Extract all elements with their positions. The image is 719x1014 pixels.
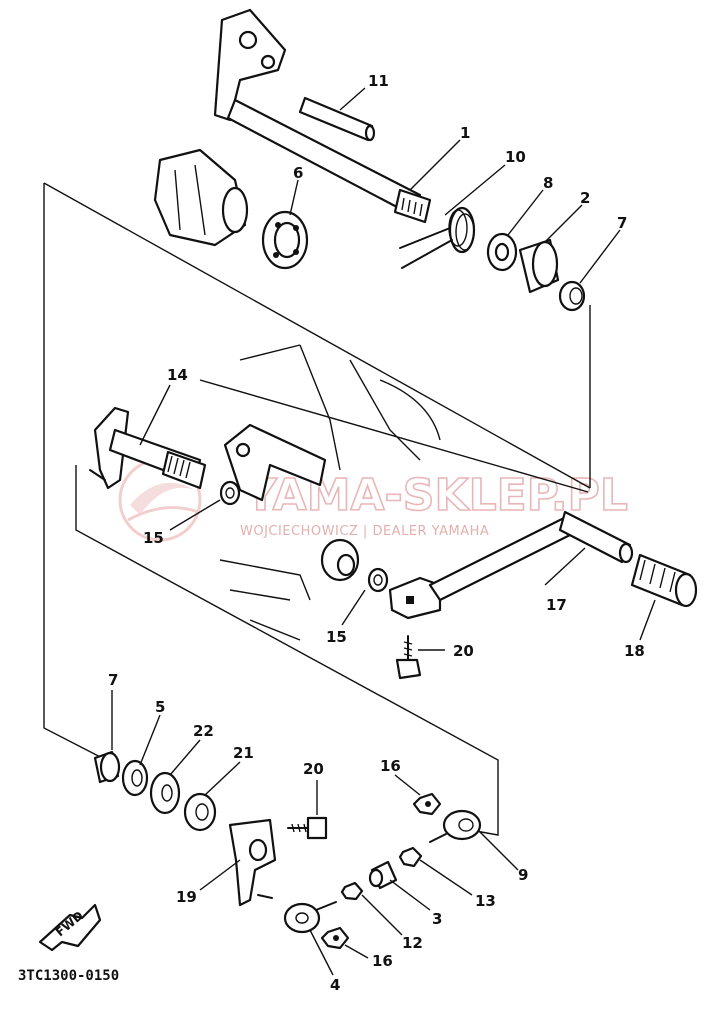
part-20-bolt-bottom bbox=[287, 816, 328, 840]
part-20-bolt-top bbox=[395, 635, 422, 680]
part-18-pedal-rubber bbox=[630, 553, 698, 608]
part-15-circlip-b bbox=[367, 567, 389, 593]
label-part-2: 2 bbox=[580, 189, 590, 207]
part-12-nut bbox=[340, 881, 364, 901]
label-part-7-top: 7 bbox=[617, 214, 627, 232]
part-2-collar bbox=[518, 238, 560, 294]
label-part-21: 21 bbox=[233, 744, 254, 762]
assembly-frame bbox=[43, 182, 591, 836]
part-13-nut bbox=[398, 846, 423, 868]
label-part-9: 3 bbox=[432, 910, 442, 928]
label-part-17: 17 bbox=[546, 596, 567, 614]
part-15-circlip-a bbox=[219, 480, 241, 506]
diagram-code: 3TC1300-0150 bbox=[18, 968, 119, 984]
label-part-20-bottom: 20 bbox=[303, 760, 324, 778]
label-part-13: 13 bbox=[475, 892, 496, 910]
part-14-shaft-lever bbox=[89, 406, 207, 490]
part-16-nut-a bbox=[412, 792, 442, 816]
shift-drum bbox=[153, 148, 249, 247]
label-part-18: 18 bbox=[624, 642, 645, 660]
part-7-bush-bottom bbox=[93, 750, 121, 784]
part-17-shift-pedal bbox=[388, 510, 634, 620]
part-11-rod-end bbox=[429, 809, 482, 843]
forward-arrow: FWD bbox=[38, 903, 102, 952]
collar-middle bbox=[320, 538, 360, 582]
part-1-shift-shaft bbox=[213, 8, 432, 224]
label-part-4: 11 bbox=[368, 72, 389, 90]
label-part-8: 8 bbox=[543, 174, 553, 192]
label-part-7-bottom: 7 bbox=[108, 671, 118, 689]
part-9-tie-rod bbox=[368, 860, 398, 890]
label-part-16-a: 16 bbox=[380, 757, 401, 775]
part-19-lever bbox=[228, 818, 277, 907]
label-part-15-a: 15 bbox=[143, 529, 164, 547]
label-part-3: 10 bbox=[505, 148, 526, 166]
leader-lines bbox=[111, 87, 656, 976]
label-part-5: 6 bbox=[293, 164, 303, 182]
label-part-19: 19 bbox=[176, 888, 197, 906]
label-part-15-b: 15 bbox=[326, 628, 347, 646]
bracket bbox=[223, 423, 327, 502]
part-labels: 11 1 6 10 8 2 7 14 15 15 17 18 20 7 5 22… bbox=[108, 72, 645, 994]
part-5-bearing bbox=[261, 210, 309, 270]
label-part-10: 4 bbox=[330, 976, 340, 994]
part-8-washer bbox=[486, 232, 518, 272]
label-part-6: 5 bbox=[155, 698, 165, 716]
engine-case-outline bbox=[219, 344, 441, 641]
watermark-tagline: WOJCIECHOWICZ | DEALER YAMAHA bbox=[240, 524, 489, 539]
part-22-washer bbox=[149, 771, 181, 815]
part-6-washer bbox=[121, 759, 149, 797]
part-10-rod-end bbox=[283, 901, 337, 934]
label-part-16-b: 16 bbox=[372, 952, 393, 970]
label-part-11: 9 bbox=[518, 866, 528, 884]
part-7-bush-top bbox=[558, 280, 586, 312]
label-part-22: 22 bbox=[193, 722, 214, 740]
part-16-nut-b bbox=[320, 926, 350, 950]
part-3-spring bbox=[399, 206, 476, 269]
label-part-1: 1 bbox=[460, 124, 470, 142]
label-part-12: 12 bbox=[402, 934, 423, 952]
part-4-pin bbox=[298, 96, 376, 142]
label-part-14: 14 bbox=[167, 366, 188, 384]
part-21-washer bbox=[183, 792, 217, 832]
label-part-20-top: 20 bbox=[453, 642, 474, 660]
